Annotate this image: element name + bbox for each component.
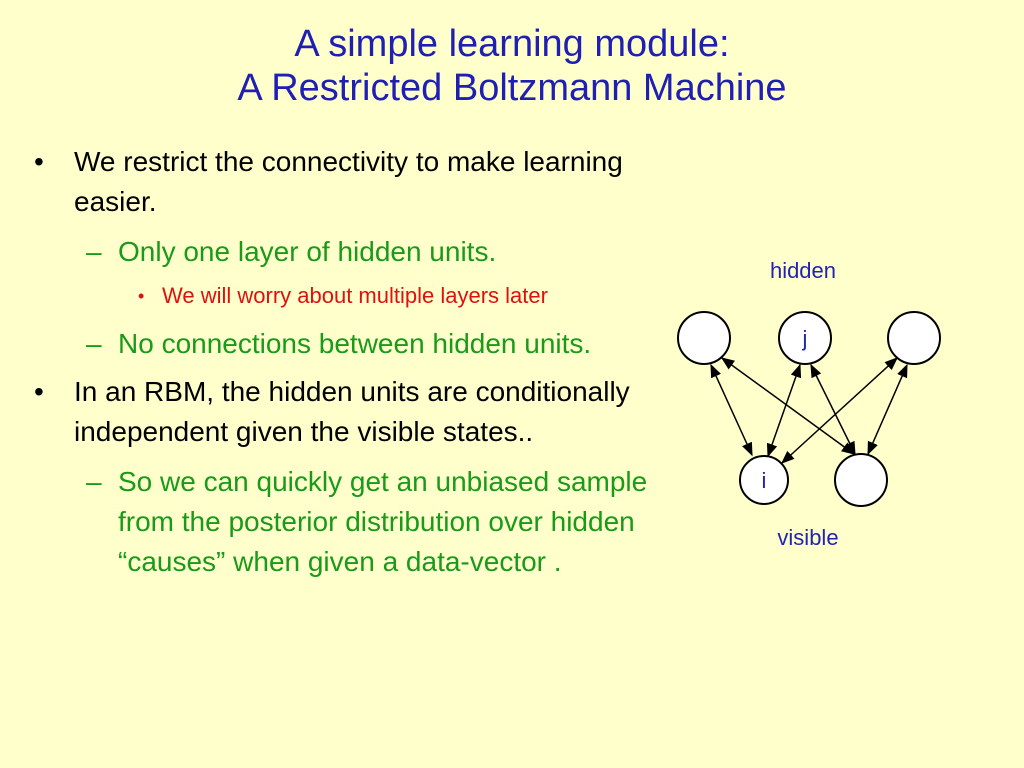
bullet-1-sub-2: No connections between hidden units. <box>34 324 654 364</box>
edge-h1-v2 <box>720 357 856 455</box>
visible-node-i <box>739 455 789 505</box>
bullet-2-sub-1: So we can quickly get an unbiased sample… <box>34 462 654 582</box>
bullet-1-sub-1-sub-1: We will worry about multiple layers late… <box>34 280 654 312</box>
visible-layer-label: visible <box>777 525 838 550</box>
title-line-2: A Restricted Boltzmann Machine <box>237 67 787 109</box>
bullet-2: In an RBM, the hidden units are conditio… <box>34 372 654 452</box>
hidden-node-j-label: j <box>802 326 808 351</box>
slide-title: A simple learning module: A Restricted B… <box>0 22 1024 110</box>
hidden-node-3 <box>887 311 941 365</box>
hidden-layer-label: hidden <box>770 258 836 283</box>
bullet-1-sub-1: Only one layer of hidden units. <box>34 232 654 272</box>
bullet-1: We restrict the connectivity to make lea… <box>34 142 654 222</box>
hidden-node-1 <box>677 311 731 365</box>
edge-hj-v2 <box>810 363 856 456</box>
rbm-diagram: hidden j i visible <box>677 258 941 550</box>
title-line-1: A simple learning module: <box>294 23 730 65</box>
visible-node-2 <box>834 453 888 507</box>
edge-h1-vi <box>710 363 753 457</box>
visible-node-i-label: i <box>762 468 767 493</box>
edge-h3-v2 <box>867 363 908 456</box>
bullet-list: We restrict the connectivity to make lea… <box>34 142 654 590</box>
edge-h3-vi <box>781 357 898 464</box>
